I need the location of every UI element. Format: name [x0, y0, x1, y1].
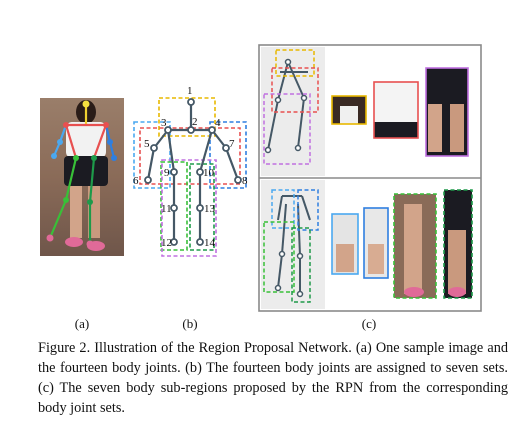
panel-a-photo [40, 98, 124, 256]
bottom-box-left-leg [263, 221, 295, 293]
bottom-box-right-arm [297, 189, 319, 231]
photo-joints [46, 100, 117, 248]
joint-label-14: 14 [204, 237, 216, 249]
joint-label-10: 10 [203, 167, 215, 179]
person-shoe-left [65, 237, 83, 247]
panel-label-a: (a) [74, 316, 90, 331]
diagram-skeleton [146, 100, 240, 244]
diagram-joint-markers [144, 98, 242, 246]
crop-left-leg [393, 193, 437, 299]
joint-label-2: 2 [192, 116, 198, 128]
crop-head [331, 95, 367, 125]
set-left-leg-box [160, 161, 188, 251]
joint-label-6: 6 [133, 175, 139, 187]
top-box-full [263, 93, 311, 165]
joint-number-labels: 1 2 3 4 5 6 7 8 9 10 11 12 13 14 [133, 85, 248, 249]
crop-upper-body [373, 81, 419, 139]
panel-label-b: (b) [182, 316, 198, 331]
joint-label-12: 12 [161, 237, 172, 249]
person-leg-left [70, 186, 82, 238]
set-head-box [158, 97, 216, 137]
joint-label-13: 13 [204, 203, 216, 215]
joint-label-11: 11 [161, 203, 172, 215]
joint-label-9: 9 [164, 167, 170, 179]
joint-label-7: 7 [229, 138, 235, 150]
panel-b-diagram: 1 2 3 4 5 6 7 8 9 10 11 12 13 14 [133, 85, 248, 257]
joint-label-3: 3 [161, 117, 167, 129]
bottom-source-person [261, 180, 325, 309]
top-box-upper [271, 67, 319, 113]
joint-label-1: 1 [187, 85, 193, 97]
joint-label-5: 5 [144, 138, 150, 150]
set-right-leg-box [189, 163, 215, 251]
panel-label-c: (c) [361, 316, 377, 331]
crop-full-body [425, 67, 469, 157]
joint-label-4: 4 [215, 117, 221, 129]
crop-right-leg [443, 189, 473, 299]
set-full-body-box [161, 159, 217, 257]
person-shirt [66, 122, 106, 158]
bottom-box-left-arm [271, 189, 295, 229]
crop-right-arm [363, 207, 389, 279]
panel-c-proposals [258, 44, 482, 312]
crop-left-arm [331, 213, 359, 275]
set-left-arm-box [133, 121, 171, 189]
caption-text: Illustration of the Region Proposal Netw… [38, 340, 508, 416]
caption-figure-number: Figure 2. [38, 340, 91, 356]
set-right-arm-box [209, 121, 247, 189]
joint-label-8: 8 [242, 175, 248, 187]
figure-caption: Figure 2. Illustration of the Region Pro… [38, 338, 508, 418]
bottom-box-right-leg [291, 227, 311, 303]
photo-skeleton [48, 102, 116, 246]
